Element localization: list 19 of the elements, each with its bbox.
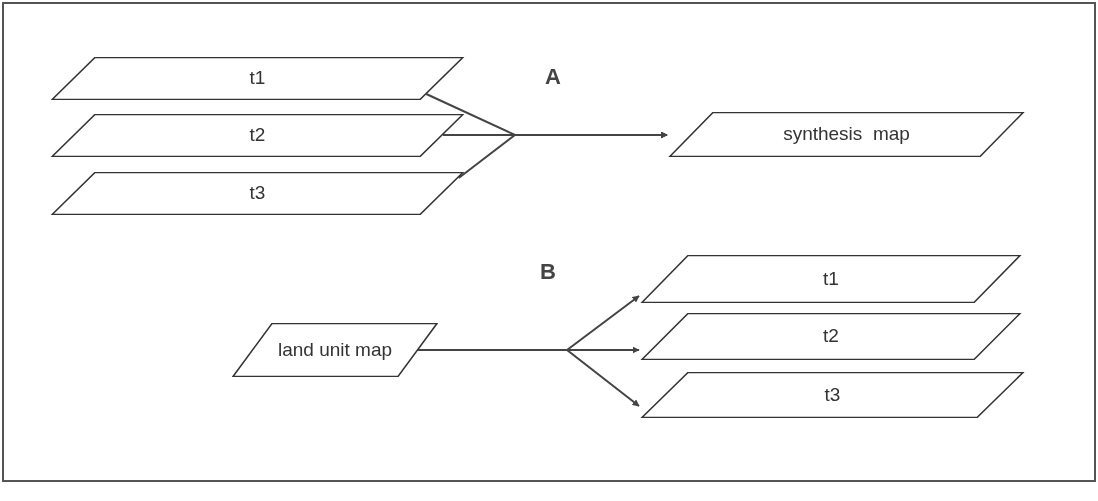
map-layer	[640, 313, 1022, 360]
layer-label: t2	[823, 324, 839, 349]
layer-label: t3	[824, 382, 841, 407]
map-layer	[50, 57, 465, 100]
map-layer	[232, 323, 438, 377]
arrow	[457, 131, 668, 179]
layer-label: land unit map	[277, 337, 393, 362]
map-layer	[668, 112, 1025, 157]
map-layer	[50, 114, 465, 157]
step-label: A	[545, 63, 561, 91]
map-layer	[50, 172, 465, 215]
layer-label: t3	[249, 181, 266, 206]
map-layer	[640, 372, 1025, 418]
map-layer	[640, 255, 1022, 303]
layer-label: t2	[249, 123, 266, 148]
layer-label: t1	[249, 66, 266, 91]
layer-label: t1	[823, 266, 839, 291]
step-label: B	[540, 258, 556, 286]
layer-label: synthesis map	[783, 122, 910, 147]
